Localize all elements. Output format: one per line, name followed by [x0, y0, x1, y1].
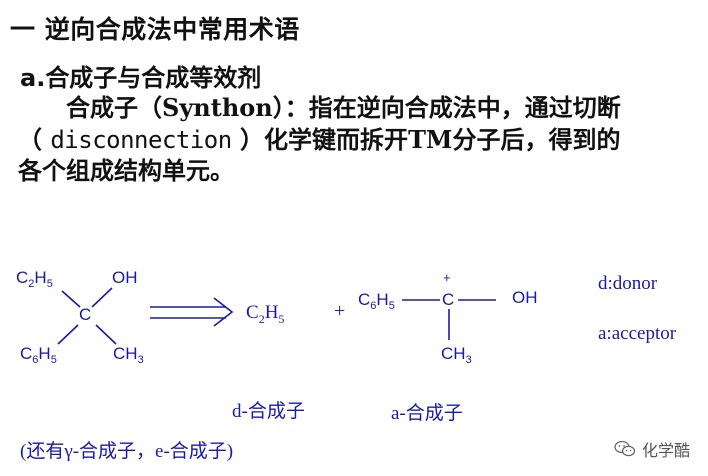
section-subheading: a.合成子与合成等效剂 — [20, 64, 262, 92]
wechat-icon — [614, 440, 636, 457]
watermark: 化学酷 — [614, 437, 690, 461]
legend-acceptor: a:acceptor — [598, 323, 677, 344]
fragment-hydroxyl-label: OH — [512, 288, 538, 307]
retro-arrow-head — [213, 297, 234, 327]
plus-sign: + — [334, 300, 346, 322]
para-text-6: 各个组成结构单元。 — [18, 157, 234, 185]
watermark-text: 化学酷 — [641, 441, 690, 460]
definition-paragraph: 合成子（Synthon）：指在逆向合成法中，通过切断 （ disconnecti… — [18, 92, 698, 187]
bond-ethyl-c — [61, 290, 81, 308]
term-disconnection: disconnection — [50, 126, 232, 154]
para-text-4: ）化学键而拆开 — [231, 126, 409, 154]
bond-oh-c — [91, 287, 113, 308]
para-text-2: ）：指在逆向合成法中，通过切断 — [272, 94, 621, 122]
page-heading: 一 逆向合成法中常用术语 — [10, 15, 300, 44]
fragment-methyl-label: CH3 — [441, 344, 472, 366]
para-text-3: （ — [18, 126, 51, 154]
hydroxyl-label: OH — [112, 268, 138, 287]
phenyl-group-label: C6H5 — [20, 344, 57, 366]
d-synthon-formula: C2H5 — [246, 302, 285, 326]
ethyl-group-label: C2H5 — [16, 268, 53, 290]
methyl-group-label: CH3 — [113, 344, 144, 366]
legend-donor: d:donor — [598, 273, 658, 294]
term-tm: TM — [408, 125, 453, 154]
para-text-5: 分子后，得到的 — [452, 126, 621, 154]
bond-methyl-c — [95, 324, 117, 345]
central-carbon-label: C — [79, 305, 92, 324]
fragment-carbon-label: C — [442, 290, 455, 309]
a-synthon-caption: a-合成子 — [391, 403, 463, 424]
d-synthon-caption: d-合成子 — [232, 401, 305, 422]
footnote-other-synthons: (还有γ-合成子，e-合成子) — [20, 441, 234, 462]
fragment-phenyl-label: C6H5 — [358, 290, 395, 312]
bond-phenyl-c — [57, 324, 79, 345]
carbocation-charge: + — [443, 270, 451, 285]
term-synthon: Synthon — [162, 93, 273, 122]
para-text-1: 合成子（ — [66, 94, 162, 122]
